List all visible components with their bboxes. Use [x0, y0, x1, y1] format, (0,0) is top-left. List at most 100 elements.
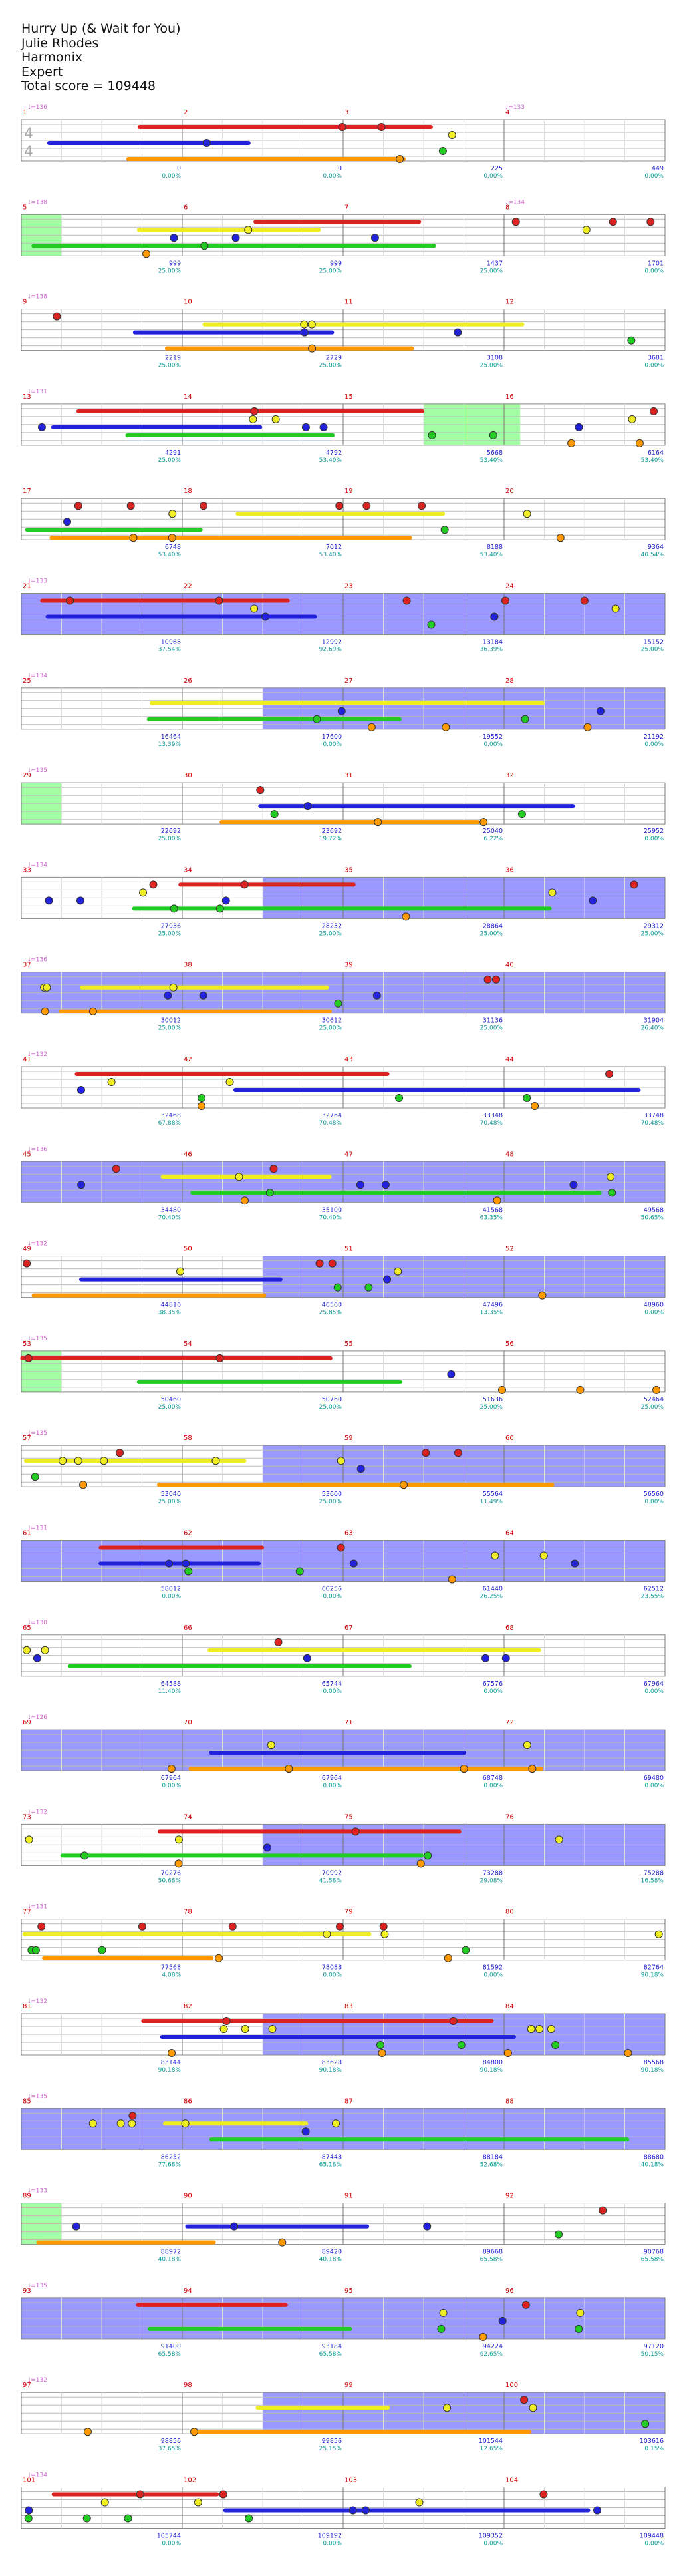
- measure-percent: 25.00%: [319, 1404, 342, 1411]
- note-gem: [356, 1465, 365, 1473]
- measure-number: 23: [344, 583, 353, 590]
- note-gem: [37, 423, 46, 431]
- note-gem: [77, 1181, 86, 1189]
- note-gem: [438, 147, 447, 155]
- measure-percent: 0.00%: [644, 1499, 664, 1505]
- measure-percent: 50.15%: [641, 2351, 664, 2358]
- measure-percent: 90.18%: [158, 2067, 182, 2074]
- measure-number: 45: [23, 1151, 31, 1158]
- measure-percent: 0.00%: [644, 741, 664, 748]
- note-gem: [215, 1354, 224, 1362]
- measure-percent: 41.58%: [319, 1877, 342, 1884]
- note-gem: [400, 1481, 408, 1489]
- measure-percent: 65.58%: [480, 2257, 503, 2263]
- note-gem: [511, 218, 520, 226]
- measure-number: 51: [344, 1246, 353, 1253]
- measure-percent: 12.65%: [480, 2446, 503, 2452]
- measure-percent: 25.00%: [158, 1404, 182, 1411]
- note-gem: [174, 1859, 183, 1868]
- charter-name: Harmonix: [21, 50, 83, 65]
- measure-number: 101: [23, 2477, 35, 2484]
- measure-percent: 25.00%: [480, 1404, 503, 1411]
- measure-number: 96: [505, 2287, 514, 2295]
- note-gem: [88, 1007, 97, 1015]
- note-gem: [270, 810, 279, 819]
- measure-percent: 0.00%: [323, 741, 342, 748]
- measure-number: 46: [184, 1151, 192, 1158]
- measure-number: 70: [184, 1719, 192, 1726]
- note-gem: [422, 1449, 430, 1457]
- note-gem: [493, 1196, 501, 1205]
- measure-number: 11: [344, 299, 353, 306]
- note-gem: [215, 904, 224, 913]
- note-gem: [449, 2017, 458, 2025]
- note-gem: [190, 2428, 198, 2436]
- measure-number: 7: [344, 204, 348, 211]
- measure-score: 34480: [161, 1206, 181, 1214]
- note-gem: [168, 534, 176, 542]
- note-gem: [415, 2498, 424, 2507]
- measure-number: 3: [344, 109, 348, 116]
- note-gem: [394, 1267, 402, 1276]
- measure-number: 97: [23, 2382, 31, 2389]
- measure-score: 70276: [161, 1869, 181, 1877]
- note-gem: [611, 604, 620, 613]
- measure-percent: 23.55%: [641, 1594, 664, 1600]
- measure-number: 27: [344, 677, 353, 685]
- measure-number: 98: [184, 2382, 192, 2389]
- measure-percent: 0.00%: [323, 1594, 342, 1600]
- note-gem: [576, 2308, 585, 2317]
- measure-number: 80: [505, 1909, 514, 1916]
- measure-score: 29312: [644, 922, 664, 930]
- measure-percent: 0.00%: [483, 1972, 503, 1979]
- measure-score: 31904: [644, 1017, 664, 1025]
- measure-score: 9364: [648, 544, 664, 551]
- measure-score: 99856: [322, 2438, 342, 2445]
- note-gem: [33, 1654, 41, 1662]
- note-gem: [395, 1094, 404, 1102]
- measure-score: 33348: [483, 1112, 503, 1119]
- note-gem: [31, 1473, 39, 1481]
- measure-number: 75: [344, 1813, 353, 1821]
- measure-number: 5: [23, 204, 27, 211]
- measure-percent: 65.58%: [319, 2351, 342, 2358]
- tempo-marking: ♩=131: [28, 1904, 47, 1911]
- note-gem: [646, 218, 655, 226]
- note-gem: [142, 250, 151, 258]
- measure-score: 93184: [322, 2343, 342, 2350]
- note-gem: [337, 1543, 345, 1552]
- note-gem: [268, 2025, 277, 2033]
- note-gem: [520, 2396, 529, 2404]
- measure-number: 14: [184, 393, 192, 401]
- note-gem: [228, 1922, 237, 1931]
- note-gem: [349, 1559, 358, 1568]
- measure-percent: 70.40%: [158, 1214, 182, 1221]
- measure-percent: 0.00%: [644, 1783, 664, 1789]
- measure-score: 85568: [644, 2059, 664, 2066]
- measure-percent: 40.18%: [158, 2257, 182, 2263]
- measure-percent: 37.65%: [158, 2446, 182, 2452]
- note-gem: [31, 1946, 40, 1954]
- measure-percent: 0.00%: [644, 2541, 664, 2547]
- measure-score: 103616: [640, 2438, 664, 2445]
- tempo-marking: ♩=131: [28, 389, 47, 395]
- note-gem: [527, 2025, 535, 2033]
- measure-percent: 25.00%: [319, 363, 342, 369]
- tempo-marking: ♩=133: [505, 104, 525, 111]
- measure-percent: 90.18%: [641, 1972, 664, 1979]
- note-gem: [356, 1181, 364, 1189]
- note-gem: [582, 226, 591, 234]
- note-gem: [444, 1954, 452, 1962]
- measure-score: 15152: [644, 639, 664, 646]
- measure-number: 50: [184, 1246, 192, 1253]
- measure-number: 78: [184, 1909, 192, 1916]
- measure-percent: 40.18%: [641, 2161, 664, 2168]
- measure-score: 48960: [644, 1302, 664, 1309]
- note-gem: [182, 1559, 190, 1568]
- note-gem: [23, 1259, 31, 1268]
- measure-score: 88972: [161, 2249, 181, 2256]
